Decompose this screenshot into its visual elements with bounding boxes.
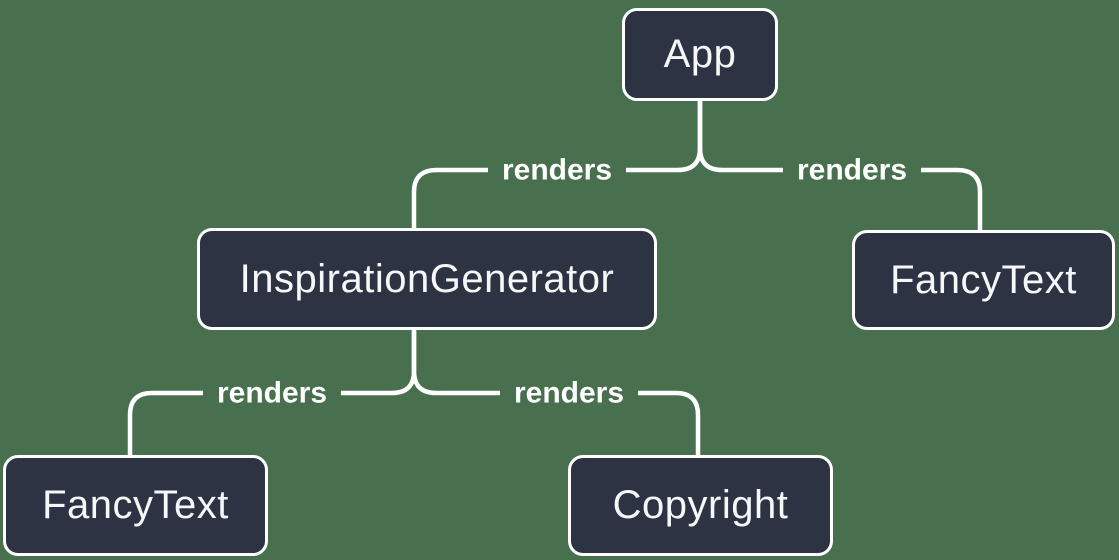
edge-label-renders-app-inspirationgenerator: renders: [487, 151, 627, 189]
node-fancy-text-right: FancyText: [852, 230, 1115, 330]
edge-label-renders-inspirationgenerator-fancytext: renders: [202, 374, 342, 412]
node-copyright: Copyright: [568, 455, 833, 556]
edge-label-renders-app-fancytext: renders: [782, 151, 922, 189]
node-app: App: [622, 8, 778, 101]
edge-label-renders-inspirationgenerator-copyright: renders: [499, 374, 639, 412]
node-inspiration-generator: InspirationGenerator: [197, 228, 657, 330]
node-fancy-text-left: FancyText: [3, 455, 268, 556]
